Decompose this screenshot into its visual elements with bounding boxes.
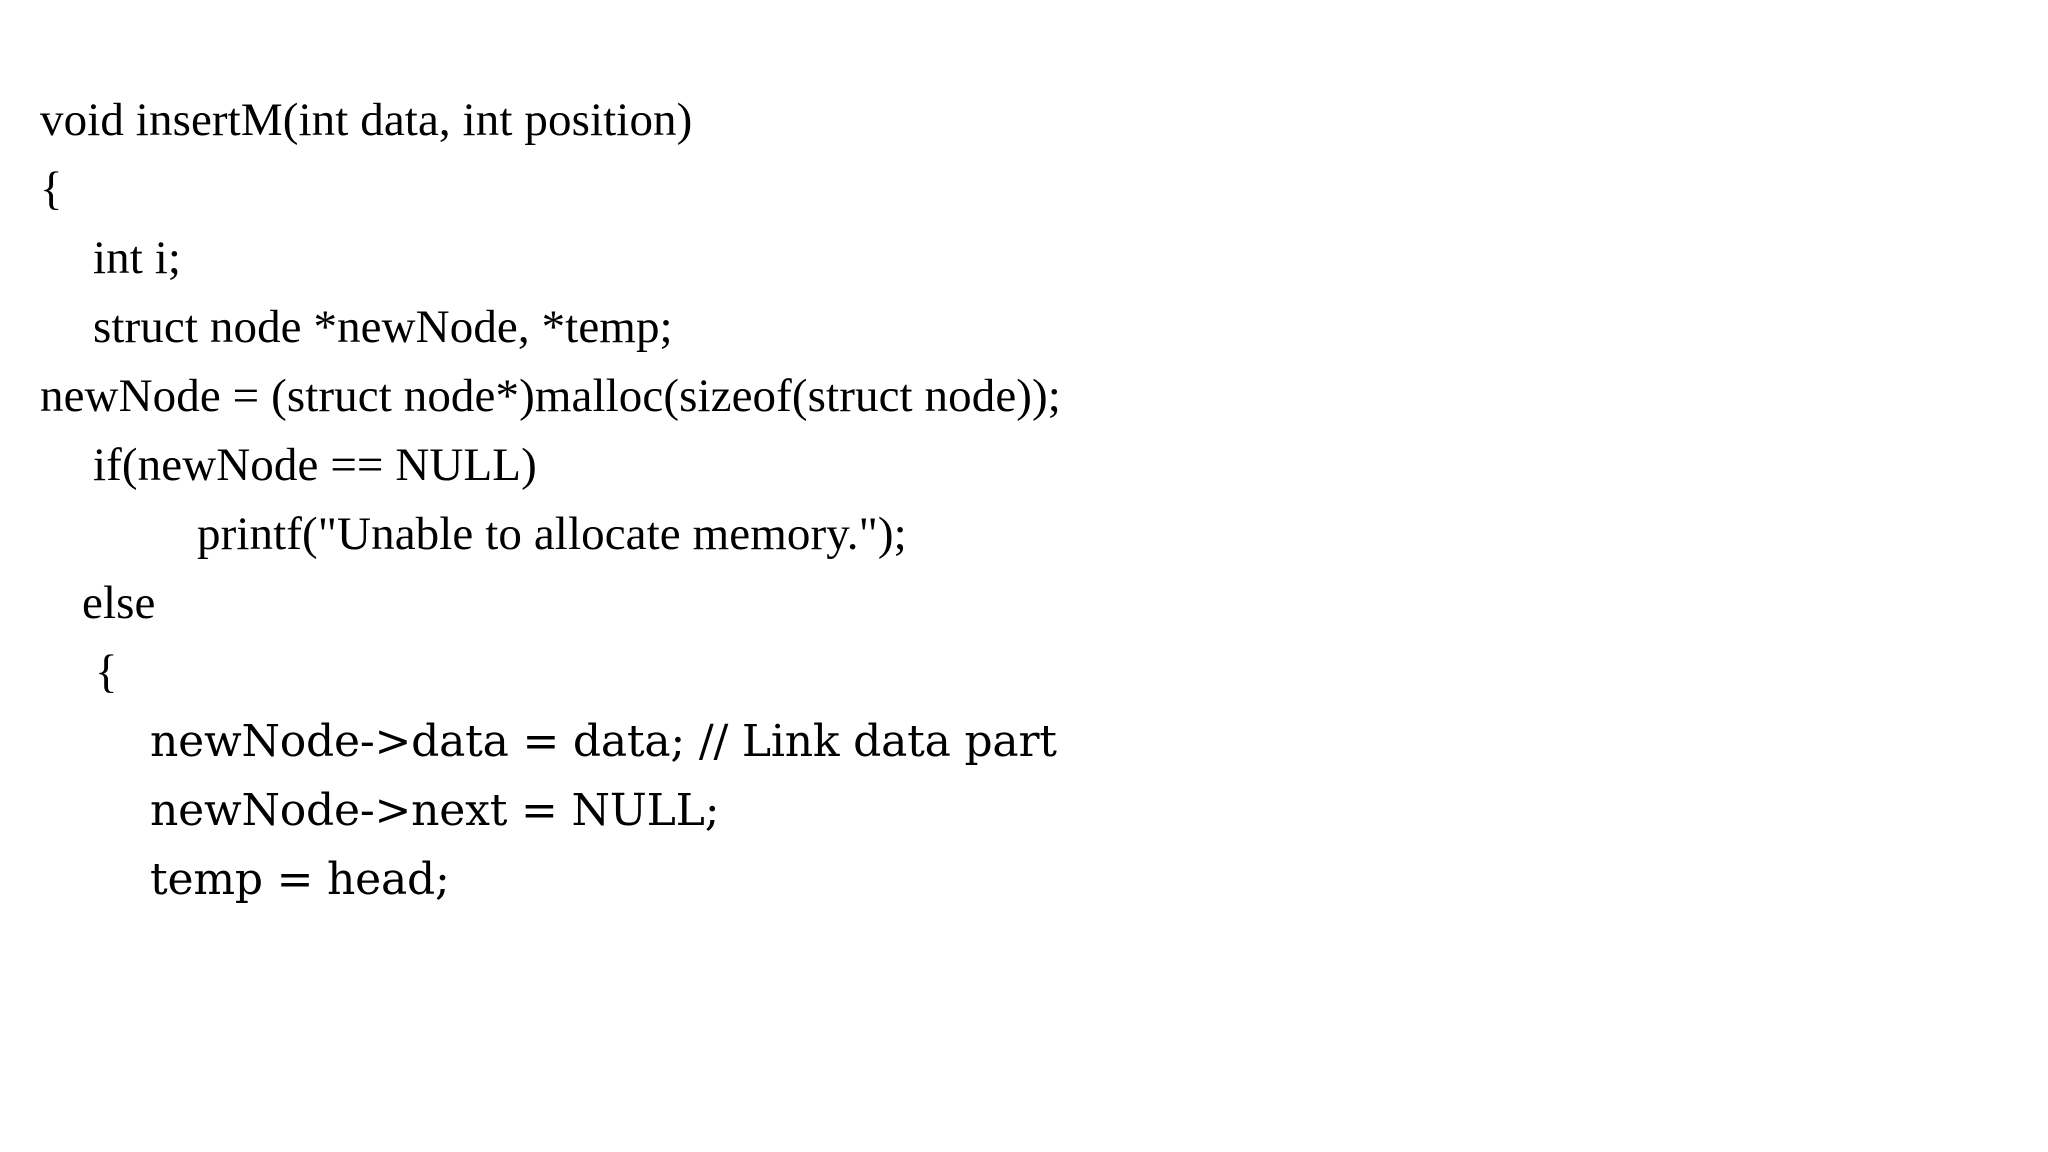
code-line: newNode->data = data; // Link data part: [150, 716, 1057, 767]
code-line: printf("Unable to allocate memory.");: [197, 508, 907, 560]
code-line: temp = head;: [150, 854, 450, 905]
code-line: int i;: [93, 232, 182, 284]
code-line: newNode->next = NULL;: [150, 785, 720, 836]
code-line: {: [40, 163, 63, 215]
code-line: void insertM(int data, int position): [40, 94, 693, 146]
code-line: if(newNode == NULL): [93, 439, 537, 491]
code-line: struct node *newNode, *temp;: [93, 301, 673, 353]
code-listing: void insertM(int data, int position) { int…: [0, 86, 2048, 914]
code-line: else: [82, 577, 156, 629]
code-line: {: [95, 646, 118, 698]
code-line: newNode = (struct node*)malloc(sizeof(st…: [40, 370, 1061, 422]
